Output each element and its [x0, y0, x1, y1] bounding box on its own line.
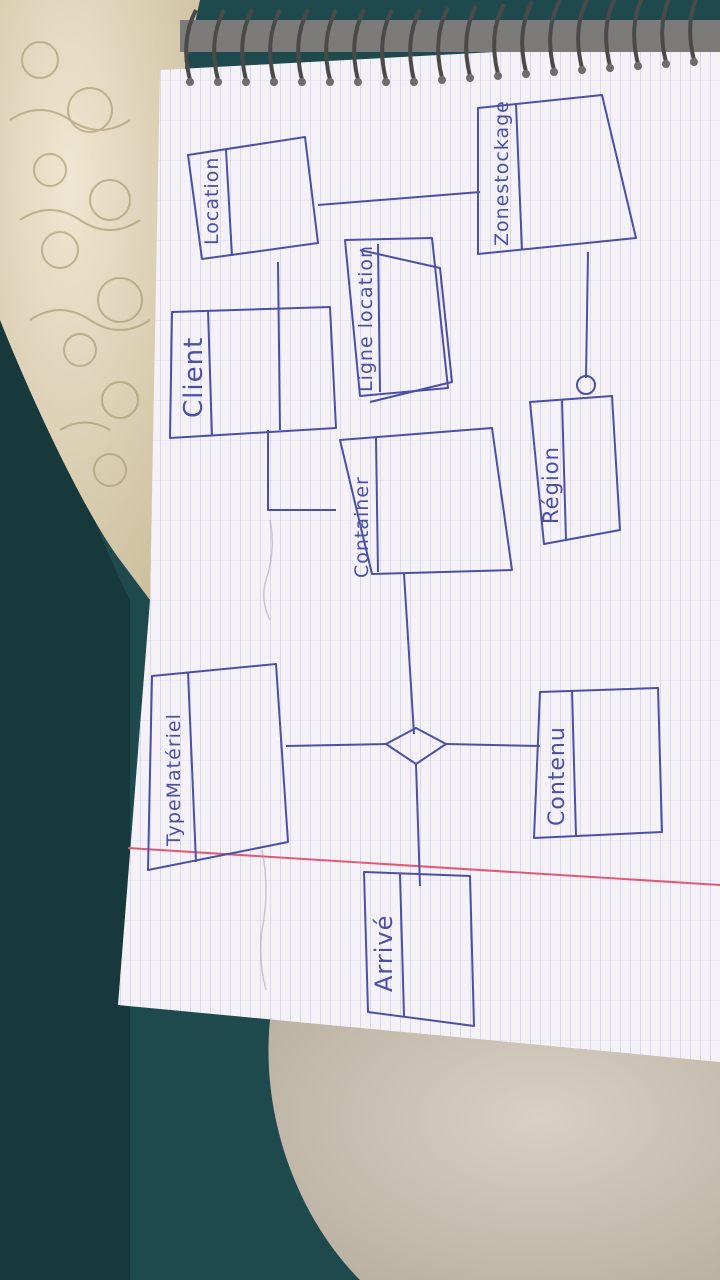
label-region: Région [539, 446, 563, 524]
link-diamond-contenu [445, 743, 541, 747]
link-zone-region [585, 251, 589, 379]
sketch [147, 94, 663, 1027]
entity-location [187, 136, 319, 260]
label-client: Client [179, 337, 209, 418]
lace-cloth [0, 0, 200, 600]
spiral-shadow-strip [180, 20, 720, 52]
link-diamond-arrive [415, 763, 421, 887]
link-diamond-typemateriel [285, 743, 387, 747]
entity-typemateriel [147, 663, 289, 871]
label-ligne-location: Ligne location [355, 245, 377, 392]
region-circle-connector [576, 375, 596, 395]
link-client-location [267, 261, 336, 511]
link-location-zone [317, 191, 481, 206]
entity-zonestockage [477, 94, 637, 255]
entity-contenu [533, 687, 663, 839]
label-arrive: Arrivé [370, 915, 398, 992]
entity-arrive [363, 871, 475, 1027]
link-container-diamond [403, 573, 415, 735]
label-zonestockage: Zonestockage [491, 100, 513, 246]
label-contenu: Contenu [545, 726, 570, 826]
label-location: Location [201, 157, 223, 245]
lace-pattern [9, 41, 151, 487]
entity-client [169, 306, 337, 439]
entity-region [529, 395, 621, 545]
spiral-binding [184, 0, 698, 81]
beige-cushion [268, 1009, 720, 1280]
label-typemateriel: TypeMatériel [163, 713, 185, 847]
entity-container [339, 427, 513, 575]
entity-ligne-location [344, 237, 453, 403]
label-container: Container [351, 476, 373, 578]
